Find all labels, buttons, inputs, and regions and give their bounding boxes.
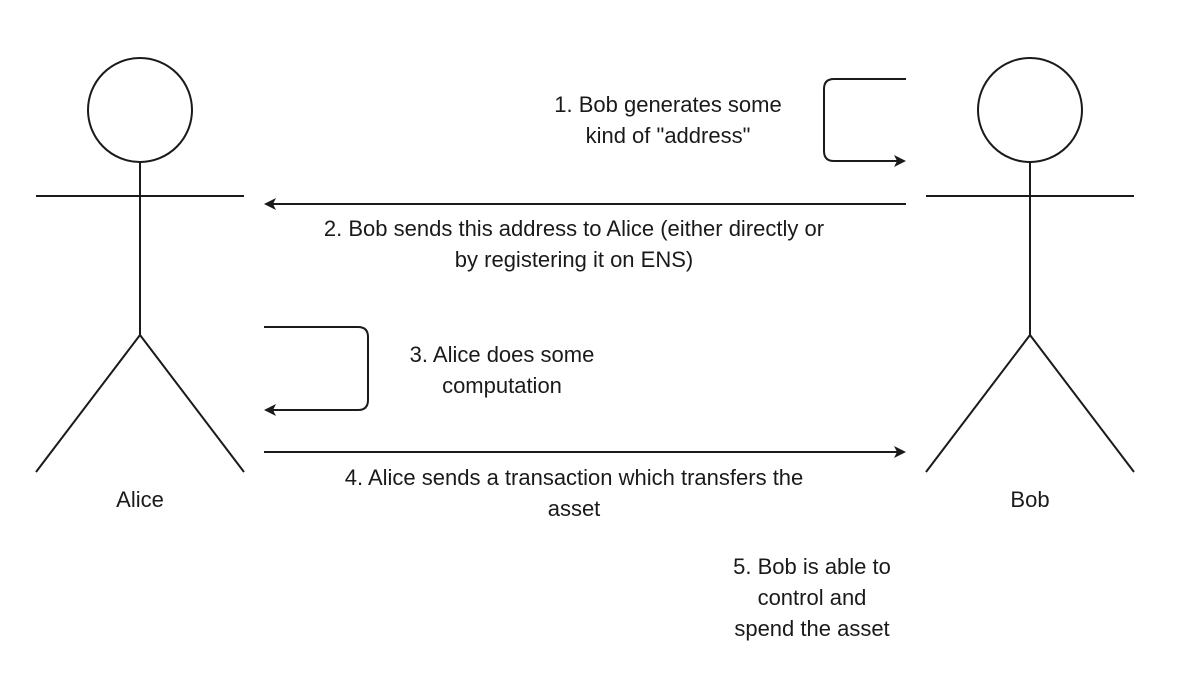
step3-line1: 3. Alice does some: [409, 342, 595, 367]
alice-stick-figure: [35, 57, 245, 473]
step5-line3: spend the asset: [734, 616, 890, 641]
bob-label: Bob: [1010, 487, 1050, 512]
step2-label: 2. Bob sends this address to Alice (eith…: [264, 213, 884, 275]
step1-line1: 1. Bob generates some: [554, 92, 782, 117]
step2-line1: 2. Bob sends this address to Alice (eith…: [323, 216, 825, 241]
step1-self-loop-arrow: [823, 78, 906, 167]
step1-label: 1. Bob generates some kind of "address": [508, 89, 828, 151]
step5-line2: control and: [757, 585, 867, 610]
step4-label: 4. Alice sends a transaction which trans…: [264, 462, 884, 524]
alice-head: [87, 57, 193, 163]
step4-line2: asset: [547, 496, 601, 521]
step4-line1: 4. Alice sends a transaction which trans…: [344, 465, 804, 490]
bob-head: [977, 57, 1083, 163]
alice-right-leg: [139, 334, 245, 473]
step1-line2: kind of "address": [585, 123, 751, 148]
alice-label: Alice: [116, 487, 164, 512]
step5-label: 5. Bob is able to control and spend the …: [692, 551, 932, 644]
step5-line1: 5. Bob is able to: [733, 554, 891, 579]
step3-line2: computation: [442, 373, 562, 398]
bob-stick-figure: [925, 57, 1135, 473]
step3-self-loop-arrow: [264, 326, 369, 416]
bob-left-leg: [925, 334, 1031, 473]
alice-left-leg: [35, 334, 141, 473]
bob-right-leg: [1029, 334, 1135, 473]
step3-label: 3. Alice does some computation: [382, 339, 622, 401]
step2-line2: by registering it on ENS): [454, 247, 694, 272]
